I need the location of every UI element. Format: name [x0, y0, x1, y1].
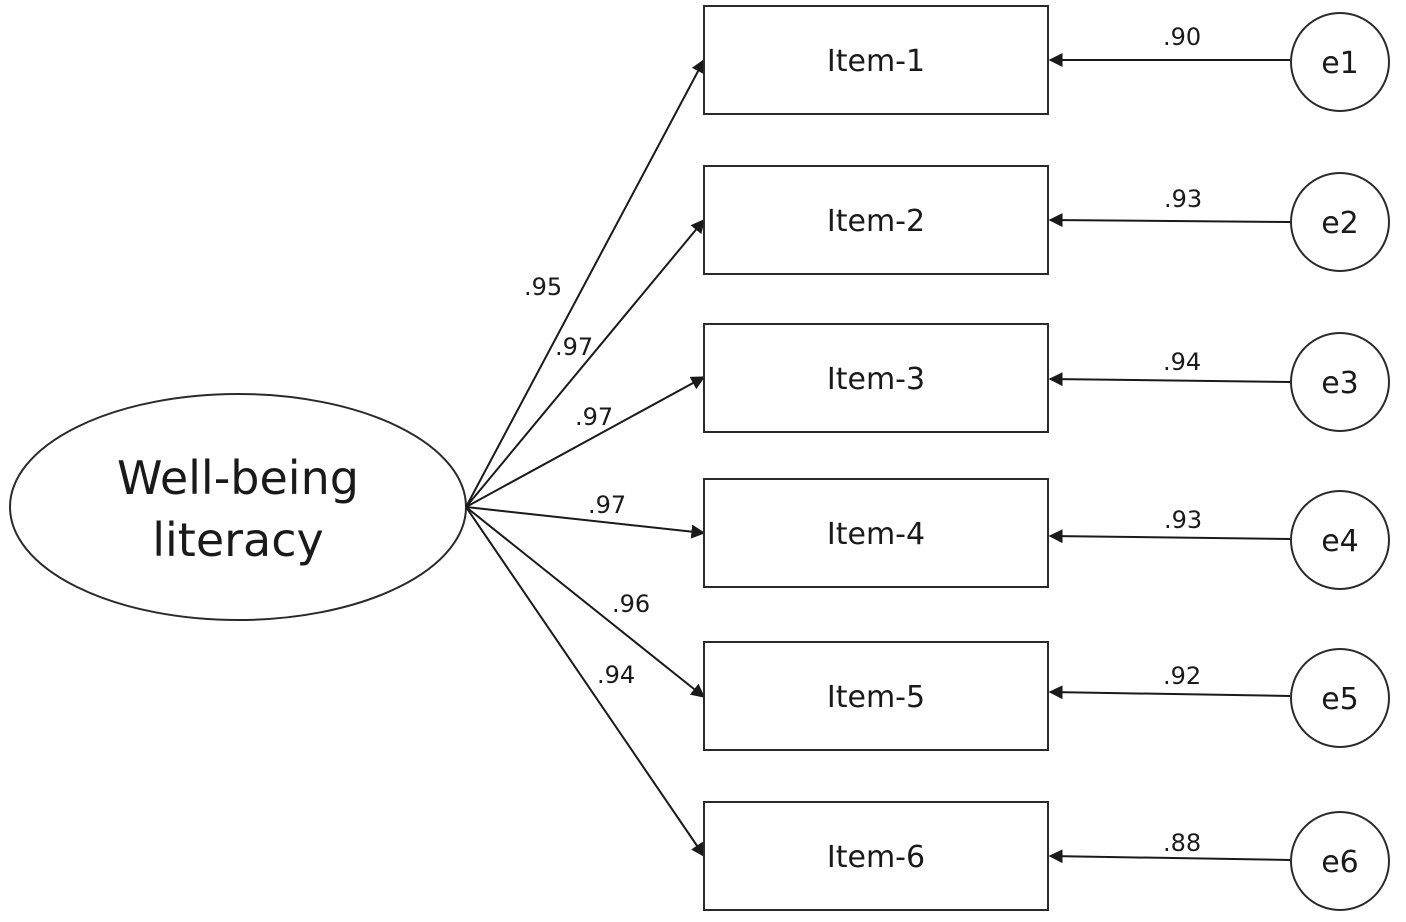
error-label-5: e5 [1321, 682, 1359, 717]
error-label-2: e2 [1321, 206, 1359, 241]
item-box-3: Item-3 [703, 323, 1049, 433]
error-coef-5: .92 [1163, 662, 1201, 690]
error-path-5 [1048, 685, 1291, 700]
item-label-6: Item-6 [827, 840, 925, 875]
item-box-2: Item-2 [703, 165, 1049, 275]
loading-coef-2: .97 [555, 333, 593, 361]
error-paths [1048, 53, 1291, 864]
error-label-4: e4 [1321, 524, 1359, 559]
loading-path-2 [465, 218, 705, 508]
error-coefficients: .90 .93 .94 .93 .92 .88 [1163, 23, 1202, 857]
loading-coef-3: .97 [575, 403, 613, 431]
loading-path-6 [465, 506, 705, 858]
error-circle-3: e3 [1290, 332, 1390, 432]
item-box-4: Item-4 [703, 478, 1049, 588]
error-label-3: e3 [1321, 366, 1359, 401]
loading-coef-5: .96 [612, 590, 650, 618]
error-path-6 [1048, 849, 1291, 864]
loading-path-1 [465, 58, 705, 508]
latent-variable: Well-being literacy [9, 393, 467, 621]
error-coef-2: .93 [1164, 185, 1202, 213]
item-label-1: Item-1 [827, 44, 925, 79]
loading-coef-4: .97 [588, 491, 626, 519]
error-coef-4: .93 [1164, 506, 1202, 534]
item-label-5: Item-5 [827, 680, 925, 715]
observed-items: Item-1 Item-2 Item-3 Item-4 Item-5 Item-… [703, 5, 1049, 911]
item-label-3: Item-3 [827, 362, 925, 397]
loading-path-5 [465, 506, 706, 698]
loading-coef-6: .94 [597, 661, 635, 689]
error-circle-1: e1 [1290, 12, 1390, 112]
loading-coefficients: .95 .97 .97 .97 .96 .94 [524, 273, 650, 689]
latent-ellipse [9, 393, 467, 621]
error-coef-3: .94 [1163, 348, 1201, 376]
error-circle-4: e4 [1290, 490, 1390, 590]
error-terms: e1 e2 e3 e4 e5 e6 [1290, 12, 1390, 911]
loading-coef-1: .95 [524, 273, 562, 301]
loading-path-4 [465, 506, 706, 539]
error-coef-6: .88 [1163, 829, 1201, 857]
latent-label-line1: Well-being [117, 451, 359, 505]
error-circle-6: e6 [1290, 811, 1390, 911]
loading-paths [465, 58, 706, 858]
item-box-1: Item-1 [703, 5, 1049, 115]
error-path-2 [1048, 213, 1291, 228]
error-coef-1: .90 [1163, 23, 1201, 51]
latent-label-line2: literacy [152, 513, 324, 567]
item-label-2: Item-2 [827, 204, 925, 239]
item-label-4: Item-4 [827, 517, 925, 552]
loading-path-3 [465, 376, 706, 508]
error-circle-2: e2 [1290, 172, 1390, 272]
error-label-6: e6 [1321, 845, 1359, 880]
error-label-1: e1 [1321, 46, 1359, 81]
item-box-6: Item-6 [703, 801, 1049, 911]
error-path-3 [1048, 372, 1291, 387]
error-path-4 [1048, 529, 1291, 544]
item-box-5: Item-5 [703, 641, 1049, 751]
error-circle-5: e5 [1290, 648, 1390, 748]
